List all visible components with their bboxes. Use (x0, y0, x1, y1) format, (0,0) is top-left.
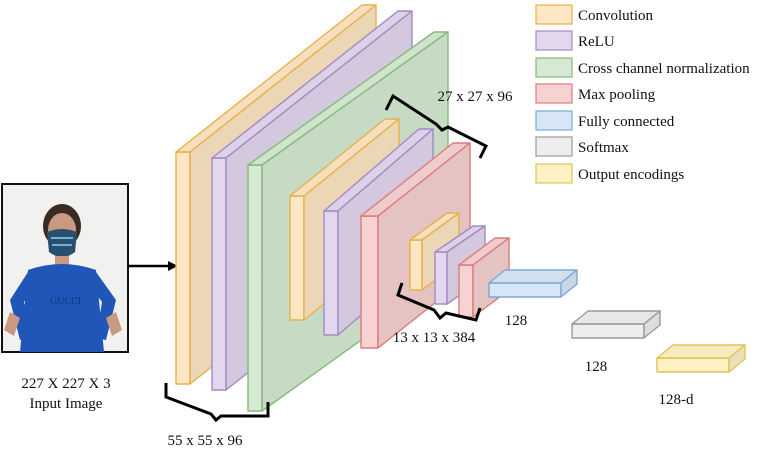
legend-label-softmax: Softmax (578, 140, 629, 156)
box-out-front-face (656, 357, 730, 373)
legend: Convolution ReLU Cross channel normaliza… (535, 4, 750, 184)
slab-relu2-front-face (323, 210, 339, 336)
input-image: GUCCI (1, 183, 129, 353)
box-fc2-front-face (571, 323, 645, 339)
input-caption: Input Image (30, 396, 103, 412)
legend-swatch-convolution (535, 4, 573, 25)
legend-swatch-fully-connected (535, 110, 573, 131)
input-arrow (128, 261, 178, 271)
legend-swatch-softmax (535, 136, 573, 157)
slab-conv2-front-face (289, 195, 305, 321)
output-dims-label: 128-d (659, 392, 694, 408)
legend-label-fully-connected: Fully connected (578, 114, 675, 130)
legend-label-max-pooling: Max pooling (578, 87, 656, 103)
fc1-dims-label: 128 (505, 313, 528, 329)
legend-label-convolution: Convolution (578, 8, 654, 24)
brace-conv1 (164, 383, 270, 423)
svg-text:GUCCI: GUCCI (50, 296, 81, 307)
slab-relu3-front-face (434, 251, 448, 305)
slab-pool1-front-face (360, 215, 379, 349)
pool2-dims-label: 13 x 13 x 384 (393, 330, 476, 346)
brace-pool1 (384, 93, 489, 159)
fc1-box (488, 269, 578, 298)
brace-pool2 (396, 282, 482, 322)
fc2-dims-label: 128 (585, 359, 608, 375)
legend-swatch-output-encodings (535, 163, 573, 184)
fc2-softmax-box (571, 310, 661, 339)
legend-swatch-max-pooling (535, 83, 573, 104)
slab-relu1-front-face (211, 157, 227, 391)
output-encoding-box (656, 344, 746, 373)
slab-conv1-front-face (175, 151, 191, 385)
slab-pool2-front-face (458, 264, 474, 318)
box-fc1-side-face (560, 269, 578, 298)
box-fc1-front-face (488, 282, 562, 298)
box-out-side-face (728, 344, 746, 373)
legend-swatch-normalization (535, 57, 573, 78)
pool1-dims-label: 27 x 27 x 96 (438, 89, 514, 105)
legend-label-output-encodings: Output encodings (578, 167, 684, 183)
legend-label-normalization: Cross channel normalization (578, 61, 750, 77)
slab-norm1-front-face (247, 164, 263, 412)
conv1-dims-label: 55 x 55 x 96 (168, 433, 244, 449)
input-size-label: 227 X 227 X 3 (21, 376, 110, 392)
legend-label-relu: ReLU (578, 34, 615, 50)
legend-swatch-relu (535, 30, 573, 51)
slab-conv3-front-face (409, 239, 423, 291)
box-fc2-side-face (643, 310, 661, 339)
